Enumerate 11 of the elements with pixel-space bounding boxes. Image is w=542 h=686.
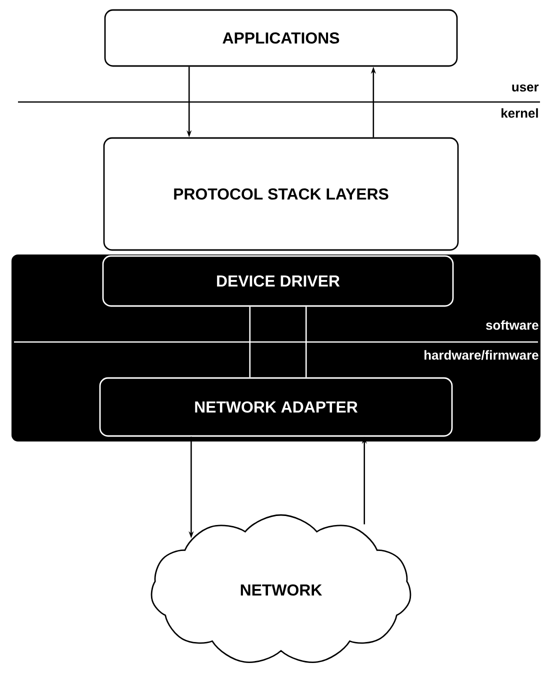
- layer-box: DEVICE DRIVER: [102, 255, 454, 307]
- side-label: user: [512, 84, 539, 92]
- layer-box: NETWORK ADAPTER: [99, 377, 453, 437]
- layer-box: PROTOCOL STACK LAYERS: [103, 137, 459, 251]
- side-label: kernel: [502, 108, 538, 118]
- connector-line: [305, 306, 307, 378]
- side-label: hardware/firmware: [424, 350, 538, 360]
- network-cloud: NETWORK: [150, 514, 412, 663]
- connector-line: [249, 306, 251, 378]
- layer-box: APPLICATIONS: [104, 9, 458, 67]
- side-label: software: [486, 320, 538, 330]
